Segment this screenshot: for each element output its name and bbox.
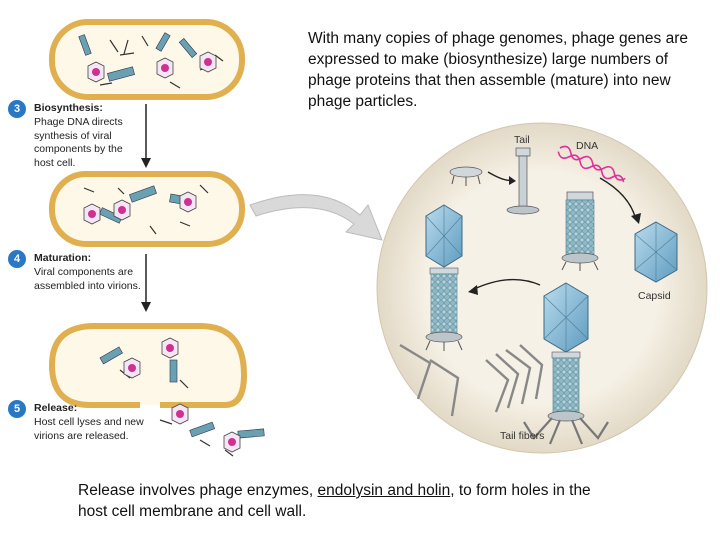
host-cell-release [48, 323, 265, 457]
tail-sheath-assembly [561, 191, 599, 271]
mature-phage [523, 282, 609, 445]
flow-arrow-2 [141, 254, 151, 312]
endolysin-holin-term: endolysin and holin [317, 482, 451, 499]
baseplate-component [449, 166, 483, 186]
label-tail: Tail [514, 134, 530, 146]
assembly-detail-circle [376, 122, 708, 454]
release-explanation: Release involves phage enzymes, endolysi… [78, 480, 598, 522]
host-cell-biosynthesis [49, 19, 245, 100]
step-number-badge: 5 [8, 400, 26, 418]
dna-strand [557, 145, 626, 183]
label-capsid: Capsid [638, 290, 671, 302]
biosynthesis-explanation: With many copies of phage genomes, phage… [308, 30, 688, 110]
flow-arrow-1 [141, 104, 151, 168]
step-title: Maturation: [34, 252, 92, 264]
tail-component [506, 147, 540, 215]
label-dna: DNA [576, 140, 599, 152]
step-description: Phage DNA directs synthesis of viral com… [34, 116, 123, 169]
step-description: Host cell lyses and new virions are rele… [34, 416, 144, 442]
step-title: Release: [34, 402, 78, 414]
zoom-arrow [249, 194, 383, 241]
step-number-badge: 4 [8, 250, 26, 268]
release-text-end: , to form holes in the host cell membran… [78, 482, 591, 520]
step-title: Biosynthesis: [34, 102, 103, 114]
capsid-component [634, 221, 678, 283]
host-cell-maturation [49, 171, 245, 247]
head-tail-assembly [425, 204, 463, 351]
release-text-start: Release involves phage enzymes, [78, 482, 318, 499]
tail-fibers [399, 343, 544, 417]
step-description: Viral components are assembled into viri… [34, 266, 141, 292]
step-number-badge: 3 [8, 100, 26, 118]
label-tail-fibers: Tail fibers [500, 430, 545, 442]
